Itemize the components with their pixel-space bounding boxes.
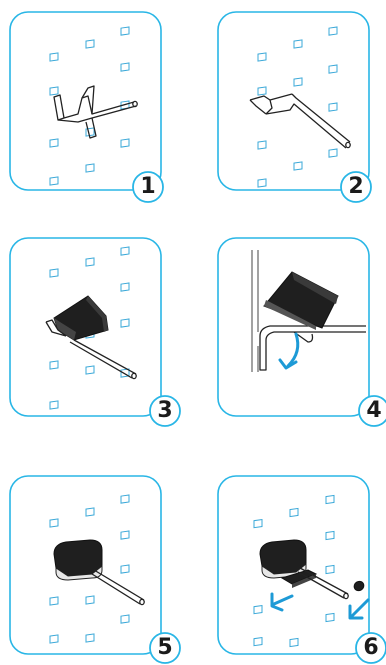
device-illustration bbox=[54, 540, 102, 580]
step-4-panel: 4 bbox=[216, 236, 371, 416]
step-4-illustration bbox=[216, 236, 371, 426]
step-number: 2 bbox=[341, 172, 371, 202]
step-5-panel: 5 bbox=[8, 474, 163, 654]
step-5-illustration bbox=[8, 474, 163, 664]
step-number: 6 bbox=[356, 633, 386, 663]
step-3-illustration bbox=[8, 236, 163, 426]
step-2-panel: 2 bbox=[216, 10, 371, 190]
step-number: 3 bbox=[150, 396, 180, 426]
step-number: 4 bbox=[359, 396, 386, 426]
step-6-illustration bbox=[216, 474, 371, 664]
pegboard-frame bbox=[218, 238, 369, 416]
step-number: 1 bbox=[133, 172, 163, 202]
step-1-panel: 1 bbox=[8, 10, 163, 190]
step-3-panel: 3 bbox=[8, 236, 163, 416]
step-number: 5 bbox=[150, 633, 180, 663]
pegboard-frame bbox=[10, 12, 161, 190]
step-6-panel: 6 bbox=[216, 474, 371, 654]
